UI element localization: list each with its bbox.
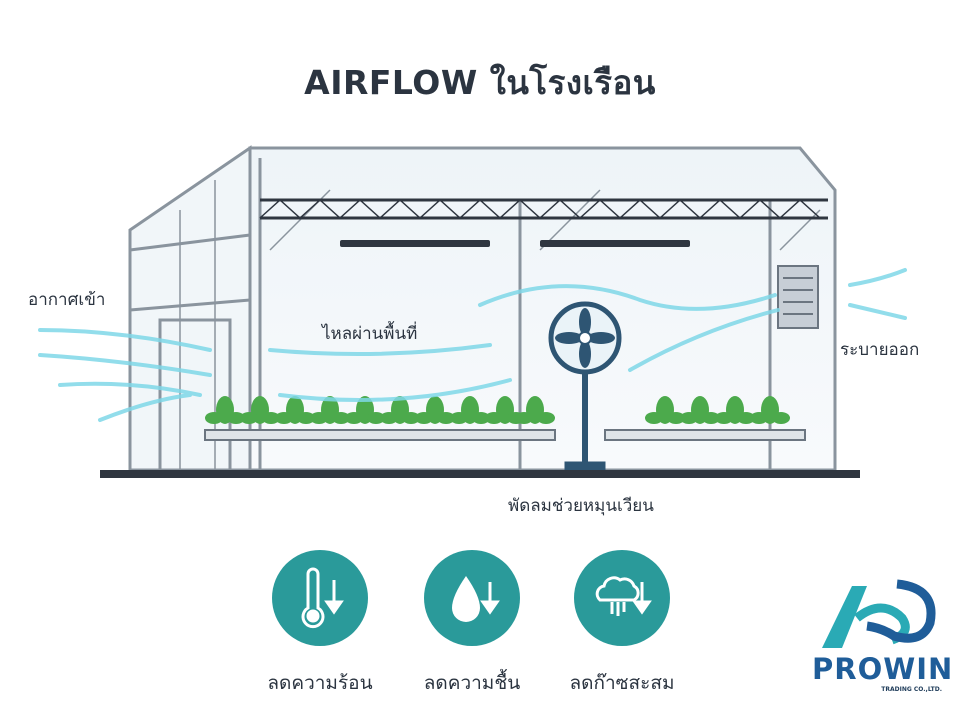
plants [205,396,790,424]
logo-subtitle: TRADING CO.,LTD. [881,686,942,693]
benefit-label: ลดความร้อน [267,672,373,694]
floor-line [100,470,860,478]
flow-through-label: ไหลผ่านพื้นที่ [322,324,418,344]
benefit-label: ลดก๊าซสะสม [569,672,675,694]
water-drop-down-icon [424,550,520,646]
exhaust-label: ระบายออก [840,340,920,360]
greenhouse-frame [128,145,837,472]
benefit-reduce-humidity: ลดความชื้น [397,550,547,698]
benefit-reduce-heat: ลดความร้อน [245,550,395,698]
fan-label: พัดลมช่วยหมุนเวียน [508,496,654,516]
logo-name: PROWIN [812,652,954,686]
prowin-logo: PROWIN TRADING CO.,LTD. [812,578,954,693]
benefit-label: ลดความชื้น [423,672,521,694]
airflow-arrows [38,268,907,422]
logo-mark [822,579,936,648]
plant-benches [204,429,806,441]
air-in-label: อากาศเข้า [28,290,106,310]
thermometer-down-icon [272,550,368,646]
roof-truss [259,198,828,220]
gas-cloud-down-icon [574,550,670,646]
benefit-reduce-gas: ลดก๊าซสะสม [547,550,697,698]
exhaust-vent [777,265,819,329]
page-title: AIRFLOW ในโรงเรือน [304,63,656,102]
circulation-fan [548,301,622,471]
grow-lights [340,240,690,247]
